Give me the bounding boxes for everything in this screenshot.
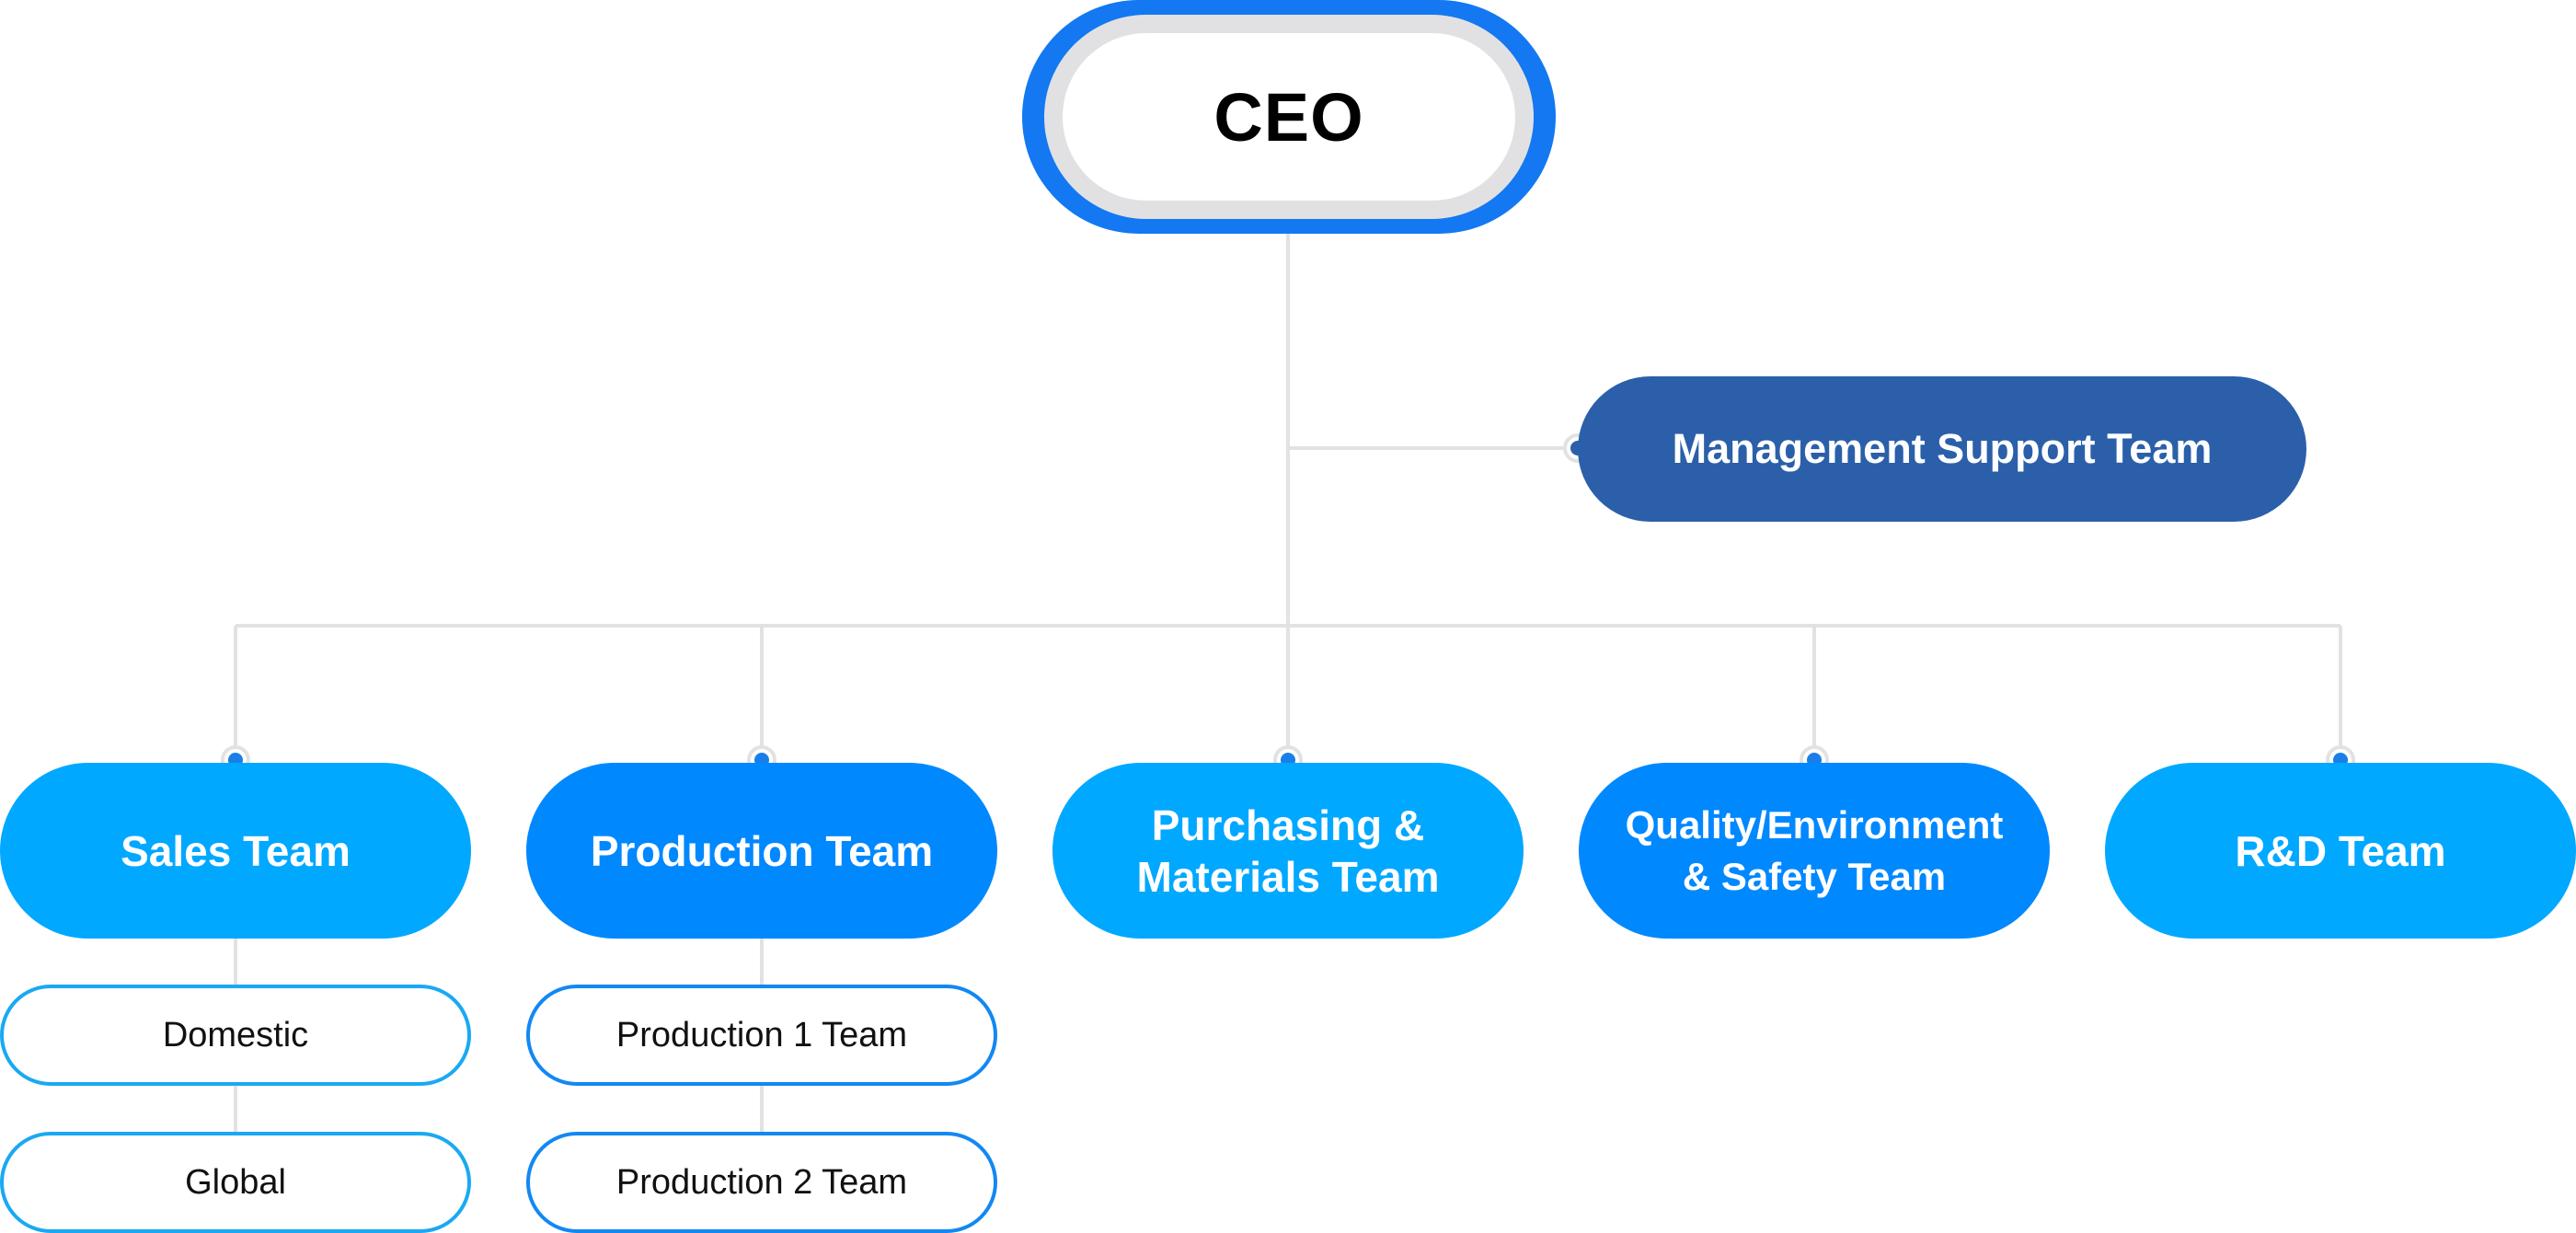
management-support-node: Management Support Team <box>1578 376 2306 522</box>
sales-subteam-global: Global <box>0 1132 471 1233</box>
purchasing-materials-team-label: Purchasing & Materials Team <box>1136 801 1440 901</box>
ceo-label: CEO <box>1213 78 1364 156</box>
sales-subteam-global-label: Global <box>185 1162 286 1202</box>
sales-team-label: Sales Team <box>121 826 351 875</box>
sales-subteam-domestic: Domestic <box>0 985 471 1086</box>
purchasing-materials-team-node: Purchasing & Materials Team <box>1052 763 1524 939</box>
ceo-node: CEO <box>1022 0 1556 234</box>
ceo-node-core: CEO <box>1063 33 1515 201</box>
sales-subteam-domestic-label: Domestic <box>162 1015 309 1054</box>
production-subteam-1-label: Production 1 Team <box>615 1015 908 1054</box>
production-team-node: Production Team <box>526 763 997 939</box>
production-subteam-1: Production 1 Team <box>526 985 997 1086</box>
sales-team-node: Sales Team <box>0 763 471 939</box>
management-support-label: Management Support Team <box>1672 425 2213 472</box>
quality-environment-safety-team-label: Quality/Environment & Safety Team <box>1625 802 2004 898</box>
production-team-label: Production Team <box>590 826 934 875</box>
production-subteam-2: Production 2 Team <box>526 1132 997 1233</box>
quality-environment-safety-team-node: Quality/Environment & Safety Team <box>1579 763 2050 939</box>
rnd-team-node: R&D Team <box>2105 763 2576 939</box>
production-subteam-2-label: Production 2 Team <box>615 1162 908 1202</box>
ceo-node-band: CEO <box>1044 15 1534 219</box>
rnd-team-label: R&D Team <box>2235 826 2446 875</box>
